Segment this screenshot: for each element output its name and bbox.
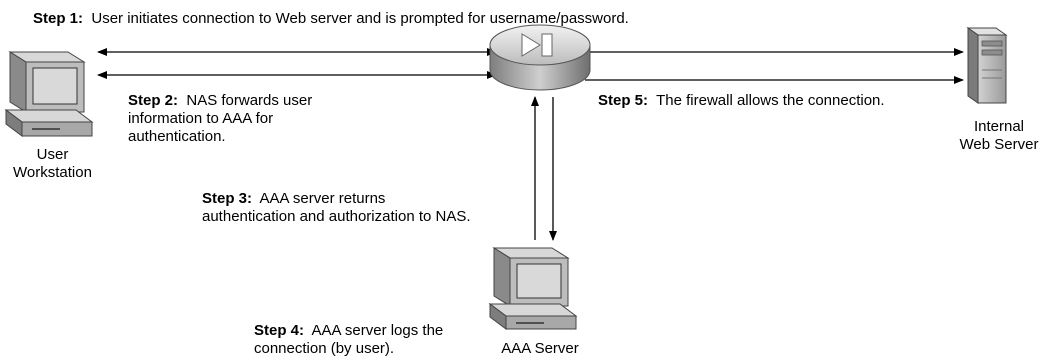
step4-line-2: connection (by user). [254, 340, 395, 357]
server-tower-icon [966, 27, 1008, 104]
internal-web-server-line-1: Internal [973, 118, 1025, 135]
user-workstation-icon [4, 51, 94, 137]
step2-text: Step 2: NAS forwards user information to… [128, 92, 312, 146]
step4-line-1: AAA server logs the [311, 322, 444, 339]
step2-line-1: NAS forwards user [186, 92, 313, 109]
step1-label: Step 1: [33, 10, 84, 27]
step4-text: Step 4: AAA server logs the connection (… [254, 322, 443, 358]
step3-line-1: AAA server returns [259, 190, 386, 207]
user-workstation-label: User Workstation [0, 146, 105, 182]
step2-line-2: information to AAA for [128, 110, 274, 127]
step3-label: Step 3: [202, 190, 253, 207]
user-workstation-line-2: Workstation [13, 164, 92, 181]
internal-web-server-label: Internal Web Server [950, 118, 1048, 154]
user-workstation-line-1: User [36, 146, 69, 163]
step4-label: Step 4: [254, 322, 305, 339]
internal-web-server-line-2: Web Server [959, 136, 1039, 153]
step1-text: Step 1: User initiates connection to Web… [33, 10, 629, 28]
step3-line-2: authentication and authorization to NAS. [202, 208, 471, 225]
step2-label: Step 2: [128, 92, 179, 109]
aaa-server-icon [488, 247, 578, 330]
step5-text: Step 5: The firewall allows the connecti… [598, 92, 885, 110]
firewall-router-icon [489, 24, 591, 91]
step5-label: Step 5: [598, 92, 649, 109]
aaa-server-label: AAA Server [485, 340, 595, 358]
step3-text: Step 3: AAA server returns authenticatio… [202, 190, 471, 226]
step1-description: User initiates connection to Web server … [91, 10, 629, 27]
aaa-server-line-1: AAA Server [501, 340, 579, 357]
step2-line-3: authentication. [128, 128, 226, 145]
step5-description: The firewall allows the connection. [656, 92, 885, 109]
